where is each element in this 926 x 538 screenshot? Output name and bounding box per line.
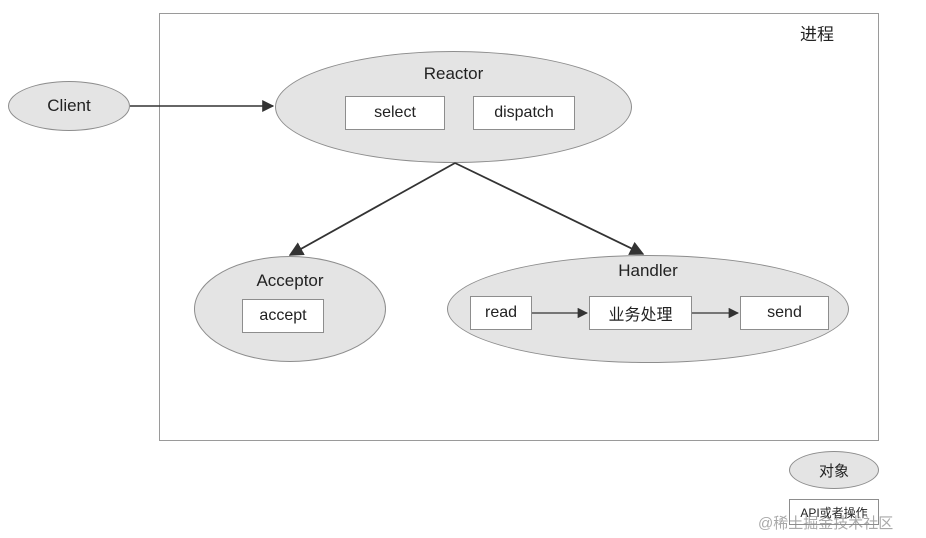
legend-api-operation: API或者操作 <box>789 499 879 525</box>
accept-box: accept <box>242 299 324 333</box>
client-node <box>8 81 130 131</box>
business-process-box: 业务处理 <box>589 296 692 330</box>
client-label: Client <box>47 96 91 115</box>
read-box: read <box>470 296 532 330</box>
dispatch-box: dispatch <box>473 96 575 130</box>
process-label: 进程 <box>800 25 834 44</box>
process-boundary <box>159 13 879 441</box>
legend-object: 对象 <box>789 451 879 489</box>
handler-title: Handler <box>618 261 678 280</box>
watermark: @稀土掘金技术社区 <box>758 515 894 532</box>
send-box: send <box>740 296 829 330</box>
reactor-title: Reactor <box>423 64 484 83</box>
acceptor-title: Acceptor <box>256 271 324 290</box>
select-box: select <box>345 96 445 130</box>
